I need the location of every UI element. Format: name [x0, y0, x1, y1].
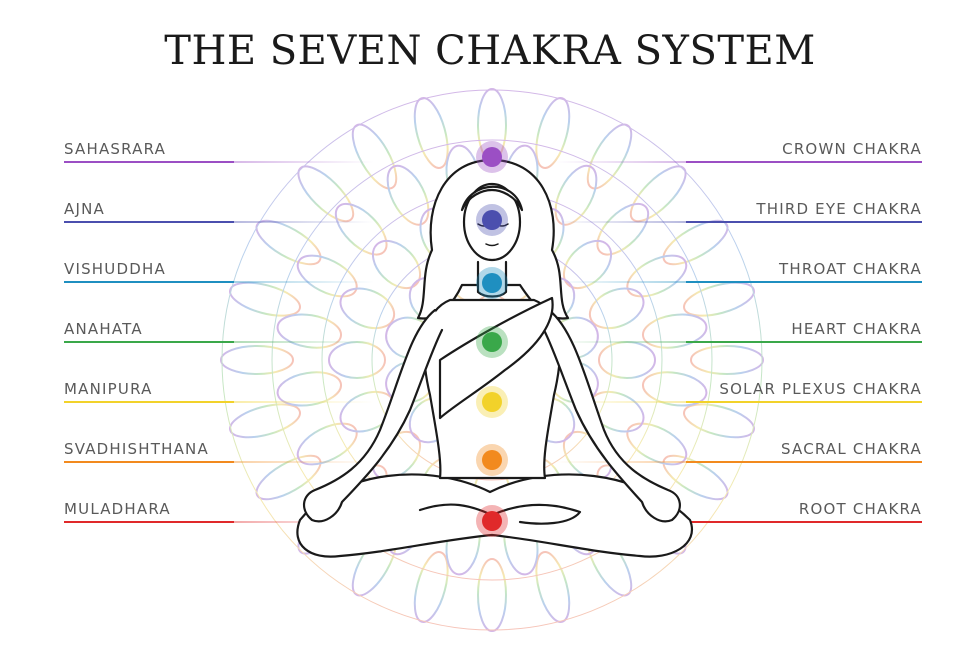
chakra-row: ANAHATA HEART CHAKRA — [64, 320, 922, 343]
mandala-petal — [339, 287, 396, 330]
chakra-line-right — [686, 341, 922, 343]
chakra-line-right — [686, 281, 922, 283]
mandala-petal — [641, 371, 708, 407]
mandala-petal — [629, 165, 687, 223]
mandala-petal — [596, 202, 650, 256]
mandala-petal — [413, 97, 449, 169]
mandala-petal — [229, 403, 301, 439]
chakra-line-fade-right — [556, 341, 686, 343]
chakra-line-fade-left — [234, 461, 374, 463]
chakra-line-right — [686, 221, 922, 223]
chakra-line-fade-right — [556, 401, 686, 403]
mandala-petal — [255, 454, 322, 501]
chakra-line-fade-right — [556, 281, 686, 283]
sanskrit-label: AJNA — [64, 200, 105, 218]
mandala-petal — [535, 551, 571, 623]
mandala-petal — [220, 345, 294, 375]
english-label: CROWN CHAKRA — [782, 140, 922, 158]
mandala-petal — [276, 371, 343, 407]
mandala-petal — [296, 422, 358, 466]
mandala-petal — [386, 164, 430, 226]
chakra-line-left — [64, 281, 234, 283]
mandala-petal — [554, 164, 598, 226]
chakra-line-fade-left — [234, 401, 374, 403]
english-label: THROAT CHAKRA — [779, 260, 922, 278]
mandala-petal — [586, 123, 633, 190]
mandala-petal — [276, 313, 343, 349]
sanskrit-label: SVADHISHTHANA — [64, 440, 209, 458]
mandala-petal — [588, 287, 645, 330]
chakra-line-fade-left — [234, 221, 374, 223]
mandala-petal — [413, 551, 449, 623]
chakra-line-right — [686, 401, 922, 403]
mandala-petal — [662, 454, 729, 501]
chakra-dot — [482, 273, 502, 293]
mandala-petal — [683, 403, 755, 439]
chakra-line-left — [64, 341, 234, 343]
mandala-petal — [662, 219, 729, 266]
english-label: HEART CHAKRA — [791, 320, 922, 338]
chakra-line-fade-right — [556, 161, 686, 163]
chakra-line-fade-left — [234, 341, 374, 343]
chakra-line-fade-left — [234, 161, 374, 163]
mandala-petal — [371, 239, 422, 290]
mandala-ring — [271, 139, 713, 581]
chakra-row: SVADHISHTHANA SACRAL CHAKRA — [64, 440, 922, 463]
chakra-dot — [482, 392, 502, 412]
mandala-petal — [477, 558, 507, 632]
chakra-line-right — [686, 161, 922, 163]
mandala-petal — [683, 281, 755, 317]
chakra-line-right — [686, 521, 922, 523]
mandala-petal — [535, 97, 571, 169]
mandala-petal — [229, 281, 301, 317]
chakra-row: VISHUDDHA THROAT CHAKRA — [64, 260, 922, 283]
mandala-petal — [641, 313, 708, 349]
english-label: SOLAR PLEXUS CHAKRA — [719, 380, 922, 398]
english-label: THIRD EYE CHAKRA — [756, 200, 922, 218]
mandala-petal — [626, 254, 688, 298]
chakra-dot — [482, 332, 502, 352]
english-label: ROOT CHAKRA — [798, 500, 922, 518]
chakra-line-fade-left — [234, 281, 374, 283]
chakra-dot — [482, 210, 502, 230]
chakra-row: MANIPURA SOLAR PLEXUS CHAKRA — [64, 380, 922, 403]
chakra-dot — [482, 147, 502, 167]
mandala-petal — [562, 239, 613, 290]
chakra-row: SAHASRARA CROWN CHAKRA — [64, 140, 922, 163]
chakra-row: AJNA THIRD EYE CHAKRA — [64, 200, 922, 223]
sanskrit-label: SAHASRARA — [64, 140, 167, 158]
mandala-petal — [351, 123, 398, 190]
page-title: THE SEVEN CHAKRA SYSTEM — [164, 28, 816, 74]
sanskrit-label: MULADHARA — [64, 500, 171, 518]
chakra-line-right — [686, 461, 922, 463]
chakra-line-left — [64, 221, 234, 223]
chakra-line-left — [64, 461, 234, 463]
chakra-dot — [482, 450, 502, 470]
mandala-petal — [598, 341, 656, 379]
chakra-dot — [482, 511, 502, 531]
mandala-petal — [690, 345, 764, 375]
chakra-line-left — [64, 521, 234, 523]
english-label: SACRAL CHAKRA — [781, 440, 922, 458]
mandala-ring — [221, 89, 763, 631]
sanskrit-label: MANIPURA — [64, 380, 153, 398]
mandala-petal — [255, 219, 322, 266]
mandala-petal — [334, 202, 388, 256]
chakra-line-left — [64, 161, 234, 163]
mandala-petal — [296, 254, 358, 298]
sanskrit-label: ANAHATA — [64, 320, 143, 338]
sanskrit-label: VISHUDDHA — [64, 260, 166, 278]
mandala-petal — [328, 341, 386, 379]
mandala-petal — [297, 165, 355, 223]
chakra-line-left — [64, 401, 234, 403]
mandala-petal — [626, 422, 688, 466]
chakra-line-fade-right — [556, 221, 686, 223]
